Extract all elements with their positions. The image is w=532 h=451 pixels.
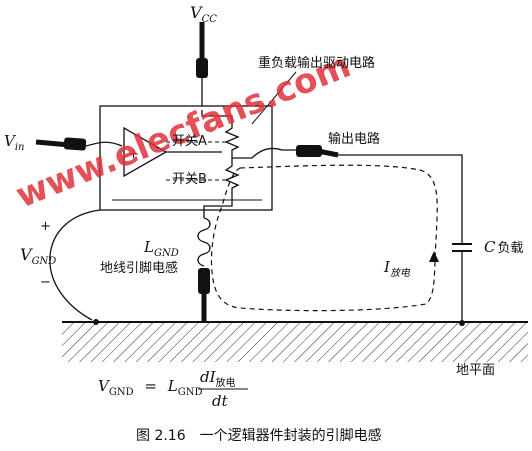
opamp-symbol (123, 126, 168, 178)
output-lead (317, 148, 339, 158)
lgnd-label: LGND (143, 238, 179, 259)
switch-a-label: 开关A (172, 134, 207, 149)
vcc-label: VCC (190, 3, 217, 25)
switch-b-label: 开关B (172, 172, 207, 187)
ground-plane-label: 地平面 (456, 363, 495, 378)
vin-label: Vin (4, 132, 24, 153)
output-wire (338, 154, 463, 244)
vin-pin (63, 137, 87, 151)
output-node-wire (231, 147, 296, 160)
equation-numerator: dI放电 (200, 368, 236, 389)
vcc-wire (201, 78, 233, 122)
equation: VGND = LGND dI放电 dt (98, 368, 248, 410)
package-outline (99, 105, 273, 211)
vgnd-minus-sign: − (40, 275, 51, 290)
discharge-arrow (429, 251, 439, 262)
ground-pin (198, 268, 210, 294)
heavy-load-leader (251, 71, 297, 125)
opamp-plus-sign: + (128, 147, 139, 162)
vgnd-label: VGND (20, 245, 56, 267)
watermark-text: www.elecfans.com (10, 46, 356, 217)
discharge-current-label: I放电 (383, 258, 411, 279)
vcc-pin (196, 58, 208, 78)
lgnd-inductor (197, 217, 211, 267)
heavy-load-label: 重负载输出驱动电路 (258, 55, 375, 71)
switch-a-resistor (224, 122, 240, 156)
vgnd-plus-sign: + (40, 219, 51, 234)
vgnd-ground-node (93, 319, 99, 325)
ground-plane (62, 322, 528, 362)
output-pin (296, 145, 322, 157)
equation-denominator: dt (212, 392, 229, 410)
figure-caption: 图 2.16 一个逻辑器件封装的引脚电感 (136, 427, 382, 444)
vin-wire (85, 141, 123, 147)
discharge-current-loop (210, 164, 438, 312)
capacitor-ground-node (459, 320, 465, 326)
ground-pin-inductance-label: 地线引脚电感 (100, 260, 178, 276)
ground-wire (203, 196, 233, 218)
output-circuit-label: 输出电路 (328, 131, 380, 147)
equation-lhs: VGND = LGND (98, 377, 202, 399)
vgnd-arc (49, 209, 101, 321)
